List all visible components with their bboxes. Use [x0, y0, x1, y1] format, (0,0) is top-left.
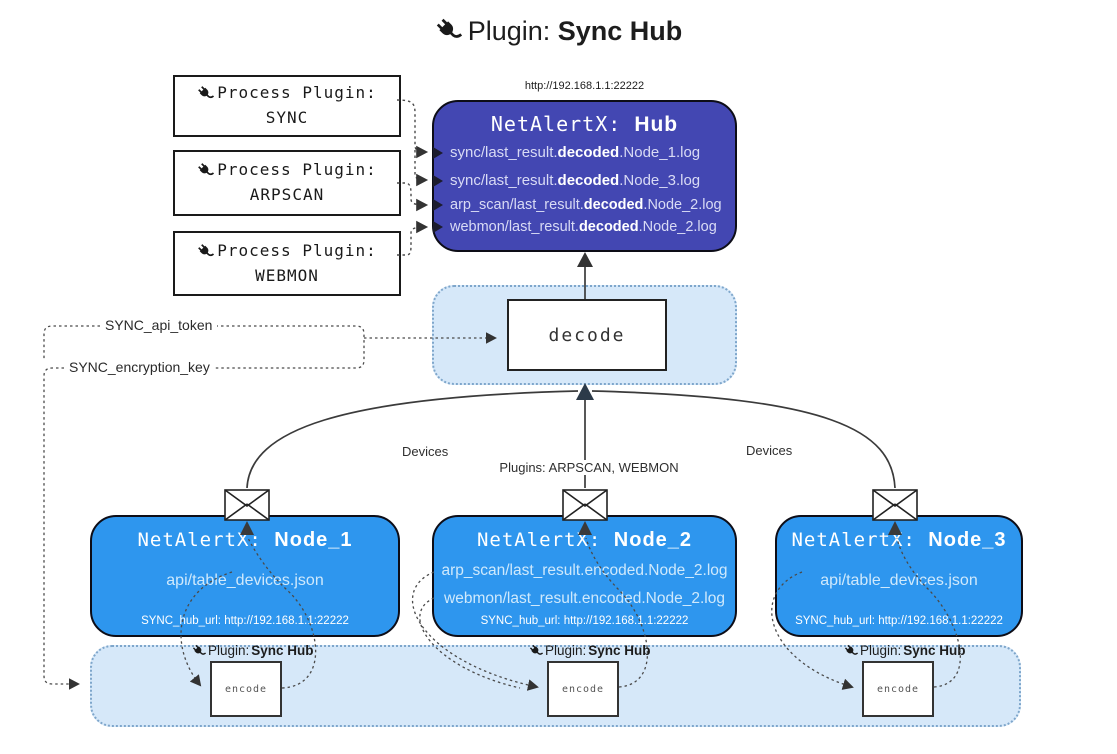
- node2-box: NetAlertX: Node_2 arp_scan/last_result.e…: [432, 515, 737, 637]
- hub-box: NetAlertX: Hub sync/last_result.decoded.…: [432, 100, 737, 252]
- encode2-plugin-label: Plugin: Sync Hub: [529, 643, 651, 658]
- decode-in-arrowhead: [576, 383, 594, 400]
- encode1-box: encode: [210, 661, 282, 717]
- devices-edge-label-right: Devices: [742, 443, 797, 458]
- plug-icon: [844, 644, 858, 658]
- encode3-box: encode: [862, 661, 934, 717]
- node1-file: api/table_devices.json: [166, 572, 324, 589]
- decode-box: decode: [507, 299, 667, 371]
- plug-icon: [435, 17, 462, 44]
- node3-box: NetAlertX: Node_3 api/table_devices.json…: [775, 515, 1023, 637]
- process-plugin-label: Process Plugin:: [217, 160, 377, 180]
- node2-title: NetAlertX: Node_2: [476, 529, 693, 551]
- node1-hub-url: SYNC_hub_url: http://192.168.1.1:22222: [141, 615, 349, 627]
- node3-title: NetAlertX: Node_3: [791, 529, 1007, 551]
- plug-icon: [192, 644, 206, 658]
- sync-encryption-key-label: SYNC_encryption_key: [64, 359, 215, 375]
- node3-hub-url: SYNC_hub_url: http://192.168.1.1:22222: [795, 615, 1003, 627]
- page-title: Plugin: Sync Hub: [0, 16, 1117, 47]
- sync-api-token-label: SYNC_api_token: [100, 317, 218, 333]
- hub-log-line: sync/last_result.decoded.Node_1.log: [450, 144, 701, 161]
- plug-icon: [197, 243, 214, 260]
- page-title-bold: Sync Hub: [557, 16, 683, 46]
- plugin-to-hub-connectors: [396, 99, 429, 256]
- decode-label: decode: [548, 324, 626, 346]
- node1-box: NetAlertX: Node_1 api/table_devices.json…: [90, 515, 400, 637]
- plug-icon: [197, 162, 214, 179]
- plug-icon: [529, 644, 543, 658]
- encode2-box: encode: [547, 661, 619, 717]
- process-plugin-label: Process Plugin:: [217, 83, 377, 103]
- node2-file: webmon/last_result.encoded.Node_2.log: [444, 590, 725, 607]
- node3-file: api/table_devices.json: [820, 572, 978, 589]
- process-plugin-sync-box: Process Plugin: SYNC: [173, 75, 401, 137]
- hub-log-line: webmon/last_result.decoded.Node_2.log: [450, 219, 717, 235]
- plug-icon: [197, 85, 214, 102]
- plugins-edge-label: Plugins: ARPSCAN, WEBMON: [495, 460, 683, 475]
- encode1-plugin-label: Plugin: Sync Hub: [192, 643, 314, 658]
- process-plugin-name: ARPSCAN: [249, 185, 325, 204]
- hub-log-line: arp_scan/last_result.decoded.Node_2.log: [450, 197, 722, 213]
- hub-log-line: sync/last_result.decoded.Node_3.log: [450, 172, 701, 189]
- hub-title: NetAlertX: Hub: [434, 112, 735, 137]
- encode3-plugin-label: Plugin: Sync Hub: [844, 643, 966, 658]
- process-plugin-name: WEBMON: [255, 265, 319, 285]
- hub-title-bold: Hub: [634, 113, 679, 136]
- encode-label: encode: [876, 683, 920, 695]
- node2-hub-url: SYNC_hub_url: http://192.168.1.1:22222: [480, 615, 689, 627]
- process-plugin-label: Process Plugin:: [217, 240, 377, 260]
- page-title-prefix: Plugin:: [467, 16, 558, 46]
- hub-title-mono: NetAlertX:: [490, 112, 635, 136]
- process-plugin-arpscan-box: Process Plugin: ARPSCAN: [173, 150, 401, 216]
- devices-edge-label-left: Devices: [398, 444, 453, 459]
- encode-label: encode: [224, 683, 268, 695]
- hub-url-label: http://192.168.1.1:22222: [524, 80, 645, 92]
- encode-label: encode: [561, 683, 605, 695]
- node2-file: arp_scan/last_result.encoded.Node_2.log: [441, 562, 728, 579]
- process-plugin-name: SYNC: [265, 108, 309, 127]
- process-plugin-webmon-box: Process Plugin: WEBMON: [173, 231, 401, 296]
- node1-title: NetAlertX: Node_1: [137, 529, 353, 551]
